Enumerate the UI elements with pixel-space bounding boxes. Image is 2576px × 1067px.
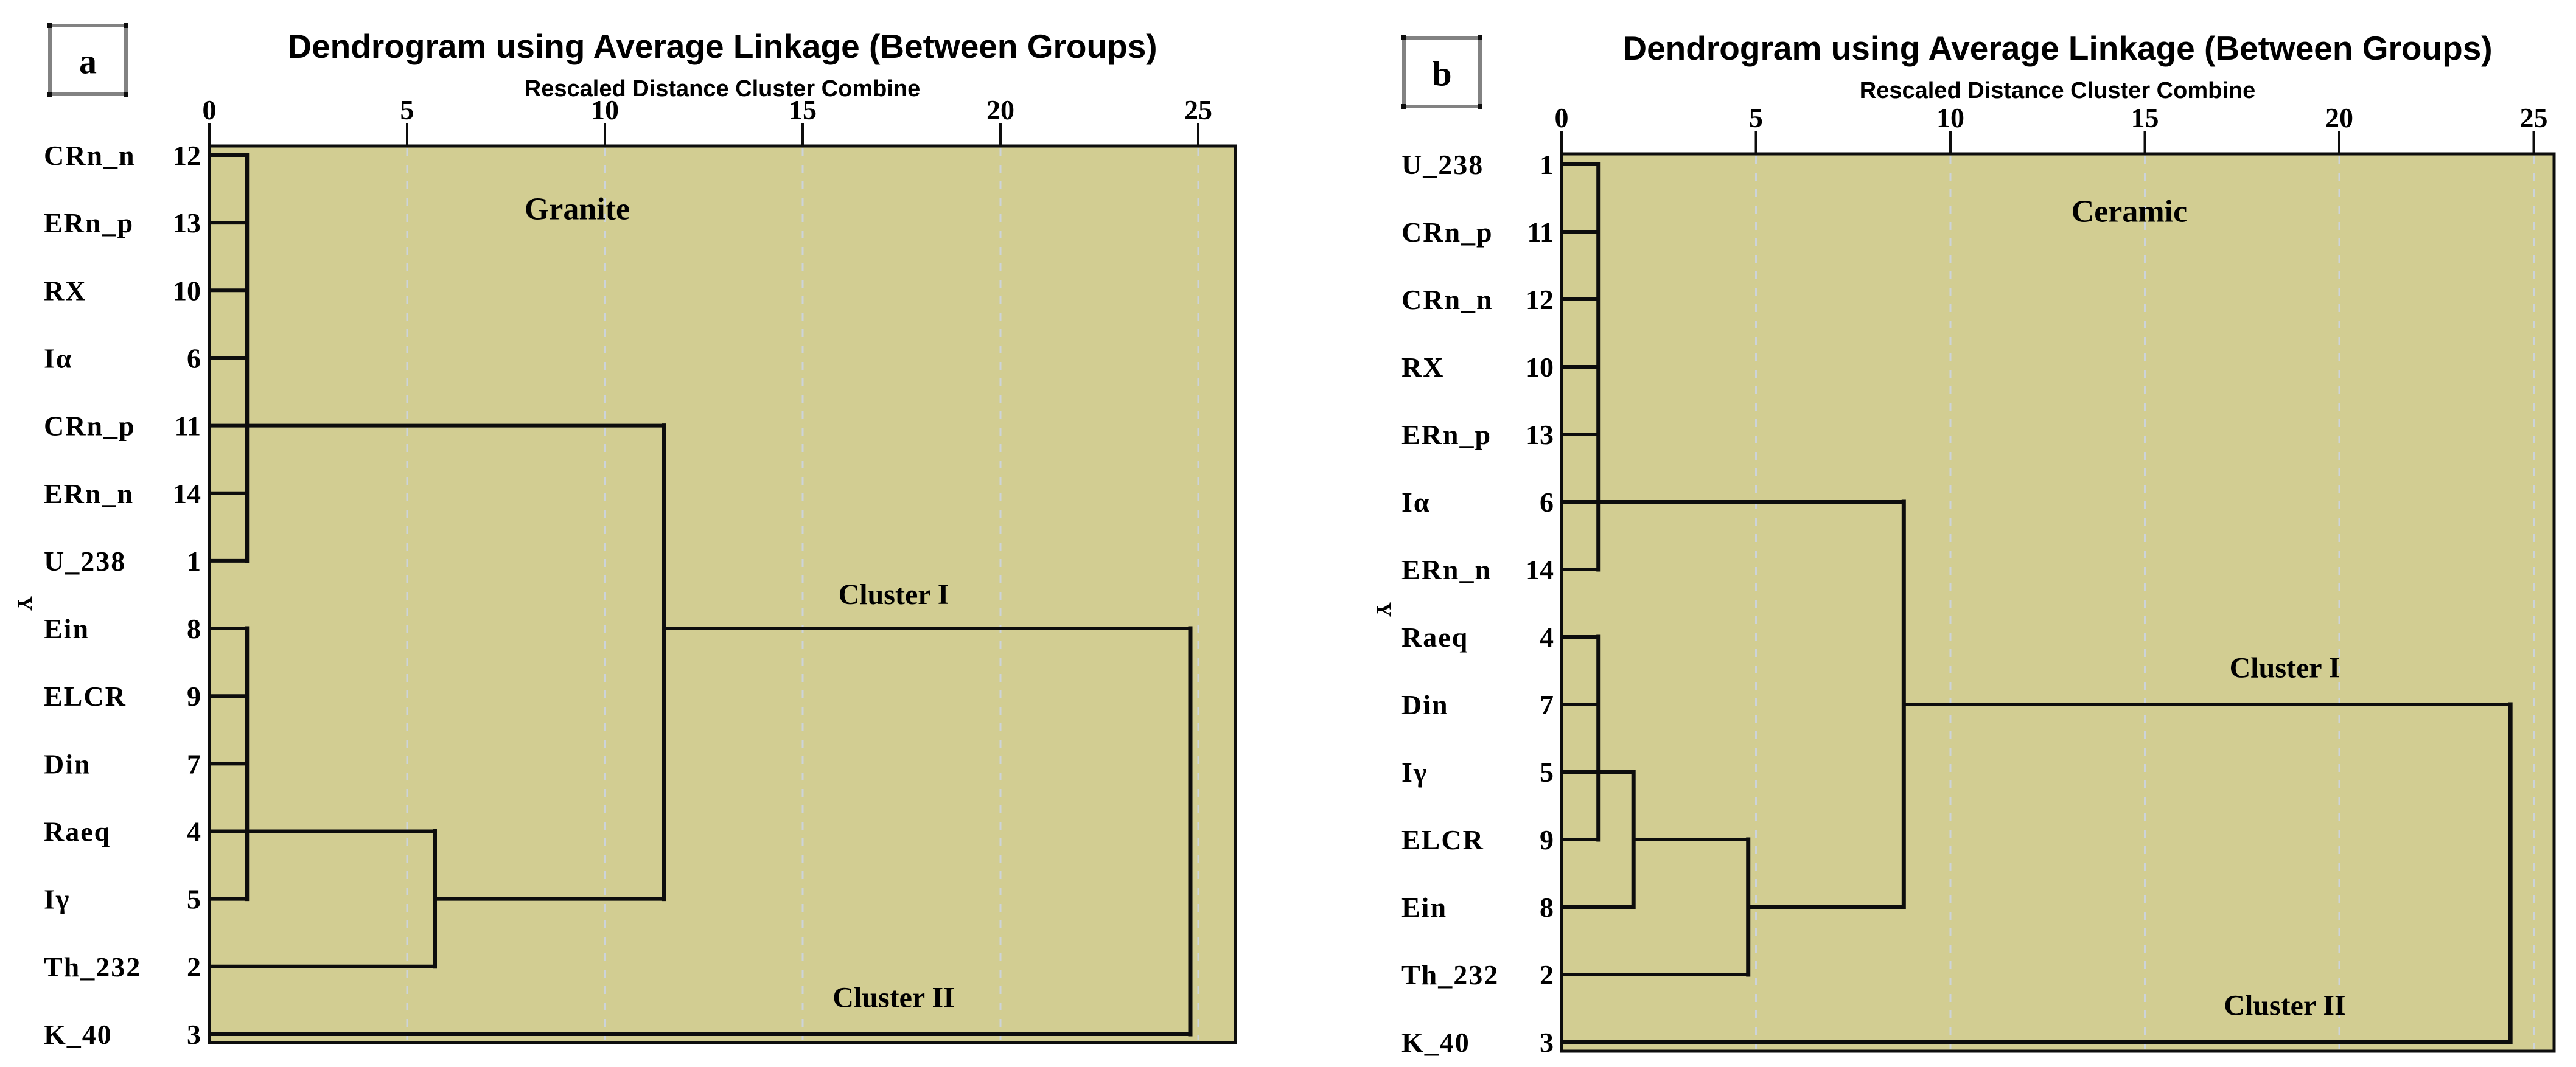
x-axis-tick-label: 0 <box>203 94 217 125</box>
row-label: Iγ <box>44 884 70 915</box>
row-label: K_40 <box>44 1019 113 1050</box>
chart-title: Dendrogram using Average Linkage (Betwee… <box>1622 29 2492 67</box>
row-label: Iα <box>44 342 73 374</box>
annotation-cluster-ii: Cluster II <box>832 981 954 1013</box>
x-axis-tick-label: 5 <box>400 94 414 125</box>
row-case-number: 3 <box>1540 1027 1554 1058</box>
annotation-cluster-i: Cluster I <box>839 579 949 611</box>
row-case-number: 11 <box>1527 217 1554 248</box>
row-case-number: 8 <box>1540 892 1554 923</box>
plot-area <box>1562 154 2554 1051</box>
panel-letter-box-corner <box>124 92 128 97</box>
row-case-number: 13 <box>173 207 201 238</box>
row-label: CRn_n <box>44 140 136 171</box>
panel-letter-box <box>1402 36 1482 108</box>
panel-letter-box-corner <box>1478 35 1482 40</box>
row-label: Iα <box>1401 487 1431 518</box>
row-case-number: 9 <box>187 681 201 712</box>
row-case-number: 12 <box>1526 284 1554 315</box>
row-case-number: 1 <box>187 546 201 577</box>
row-label: Din <box>44 748 91 779</box>
row-label: Iγ <box>1401 757 1428 788</box>
plot-area <box>209 146 1235 1043</box>
x-axis-tick-label: 15 <box>789 94 817 125</box>
row-case-number: 14 <box>1526 554 1554 585</box>
annotation-granite: Granite <box>525 192 630 227</box>
x-axis-tick-label: 20 <box>2325 102 2353 133</box>
plot-border <box>1560 152 2556 1053</box>
panel-letter-box-corner <box>1401 104 1406 109</box>
row-label: CRn_p <box>1401 217 1493 248</box>
row-label: U_238 <box>44 546 126 577</box>
panel-letter-box-corner <box>47 92 52 97</box>
row-label: ERn_p <box>1401 419 1492 450</box>
x-axis-tick-label: 10 <box>591 94 619 125</box>
chart-title: Dendrogram using Average Linkage (Betwee… <box>287 27 1157 65</box>
row-label: Raeq <box>44 816 111 847</box>
row-case-number: 5 <box>187 884 201 915</box>
row-case-number: 6 <box>187 342 201 374</box>
row-label: ERn_n <box>44 478 134 509</box>
panel-letter-box-corner <box>124 23 128 28</box>
x-axis-tick-label: 5 <box>1749 102 1763 133</box>
row-label: Raeq <box>1401 622 1468 653</box>
panel-letter: a <box>79 42 97 82</box>
x-axis-tick-label: 25 <box>1184 94 1212 125</box>
x-axis-tick-label: 25 <box>2520 102 2548 133</box>
x-axis-tick-label: 15 <box>2131 102 2159 133</box>
y-axis-label: Y <box>1372 602 1395 617</box>
row-label: ERn_n <box>1401 554 1492 585</box>
chart-subtitle: Rescaled Distance Cluster Combine <box>1860 78 2255 103</box>
plot-border <box>208 144 1237 1044</box>
y-axis-label: Y <box>13 596 36 611</box>
row-label: K_40 <box>1401 1027 1470 1058</box>
row-case-number: 5 <box>1540 757 1554 788</box>
row-case-number: 3 <box>187 1019 201 1050</box>
panel-letter-box-corner <box>1478 104 1482 109</box>
row-label: Din <box>1401 689 1449 720</box>
x-axis-tick-label: 10 <box>1936 102 1964 133</box>
row-label: Th_232 <box>1401 959 1499 990</box>
row-label: RX <box>44 275 86 306</box>
row-case-number: 1 <box>1540 149 1554 180</box>
row-label: CRn_p <box>44 411 136 442</box>
row-label: ELCR <box>44 681 127 712</box>
x-axis-tick-label: 20 <box>986 94 1014 125</box>
annotation-ceramic: Ceramic <box>2072 194 2188 229</box>
row-case-number: 8 <box>187 613 201 644</box>
chart-subtitle: Rescaled Distance Cluster Combine <box>525 76 920 102</box>
row-case-number: 10 <box>1526 352 1554 383</box>
panel-letter: b <box>1432 54 1451 94</box>
row-case-number: 2 <box>187 951 201 982</box>
row-case-number: 9 <box>1540 824 1554 855</box>
row-case-number: 7 <box>187 748 201 779</box>
row-case-number: 7 <box>1540 689 1554 720</box>
row-case-number: 4 <box>187 816 201 847</box>
row-case-number: 13 <box>1526 419 1554 450</box>
x-axis-tick-label: 0 <box>1555 102 1569 133</box>
annotation-cluster-ii: Cluster II <box>2224 990 2345 1022</box>
panel-letter-box <box>48 24 128 96</box>
row-label: RX <box>1401 352 1444 383</box>
row-label: ELCR <box>1401 824 1484 855</box>
row-label: Th_232 <box>44 951 141 982</box>
row-case-number: 14 <box>173 478 201 509</box>
annotation-cluster-i: Cluster I <box>2230 652 2340 684</box>
row-case-number: 4 <box>1540 622 1554 653</box>
panel-letter-box-corner <box>47 23 52 28</box>
row-case-number: 12 <box>173 140 201 171</box>
row-label: CRn_n <box>1401 284 1493 315</box>
row-case-number: 10 <box>173 275 201 306</box>
row-label: Ein <box>44 613 89 644</box>
panel-letter-box-corner <box>1401 35 1406 40</box>
row-case-number: 11 <box>175 411 201 442</box>
row-label: ERn_p <box>44 207 134 238</box>
row-label: Ein <box>1401 892 1447 923</box>
row-case-number: 6 <box>1540 487 1554 518</box>
row-label: U_238 <box>1401 149 1484 180</box>
row-case-number: 2 <box>1540 959 1554 990</box>
